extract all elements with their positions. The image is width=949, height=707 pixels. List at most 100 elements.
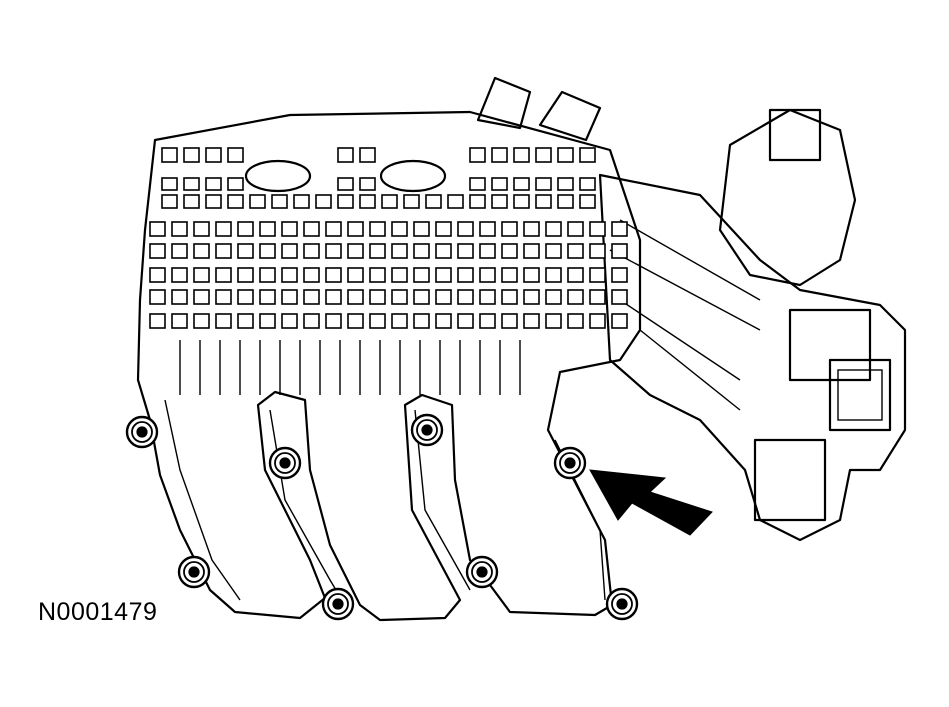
- rib-cell: [545, 289, 562, 305]
- rib-cell: [205, 194, 222, 209]
- rib-cell: [303, 243, 320, 259]
- rib-cell: [435, 289, 452, 305]
- bolt-icon: [605, 587, 639, 621]
- rib-cell: [457, 267, 474, 283]
- fastener-group: [125, 413, 639, 621]
- rib-cell: [193, 243, 210, 259]
- figure-reference-id: N0001479: [38, 598, 158, 626]
- rib-cell: [567, 289, 584, 305]
- rib-cell: [237, 289, 254, 305]
- rib-cell: [259, 221, 276, 237]
- rib-cell: [611, 313, 628, 329]
- arrow-pointer-icon: [589, 469, 713, 536]
- rib-cell: [579, 147, 596, 163]
- rib-cell: [303, 313, 320, 329]
- rib-cell: [413, 243, 430, 259]
- rib-cell: [249, 194, 266, 209]
- rib-cell: [545, 243, 562, 259]
- rib-cell: [359, 177, 376, 191]
- rib-cell: [479, 243, 496, 259]
- rib-cell: [303, 289, 320, 305]
- rib-cell: [611, 221, 628, 237]
- rib-cell: [491, 177, 508, 191]
- rib-cell: [589, 313, 606, 329]
- rib-cell: [425, 194, 442, 209]
- rib-cell: [557, 147, 574, 163]
- rib-cell: [281, 221, 298, 237]
- rib-cell: [513, 177, 530, 191]
- rib-cell: [535, 177, 552, 191]
- rib-cell: [523, 289, 540, 305]
- rib-cell: [293, 194, 310, 209]
- rib-cell: [413, 267, 430, 283]
- rib-cell: [183, 177, 200, 191]
- rib-cell: [215, 313, 232, 329]
- bolt-icon: [410, 413, 444, 447]
- rib-cell: [337, 147, 354, 163]
- rib-cell: [457, 221, 474, 237]
- rib-cell: [611, 267, 628, 283]
- rib-cell: [403, 194, 420, 209]
- rib-cell: [359, 194, 376, 209]
- rib-cell: [205, 177, 222, 191]
- rib-cell: [315, 194, 332, 209]
- rib-cell: [215, 243, 232, 259]
- rib-cell: [457, 313, 474, 329]
- rib-cell: [337, 177, 354, 191]
- rib-cell: [589, 221, 606, 237]
- rib-cell: [149, 221, 166, 237]
- rib-cell: [545, 267, 562, 283]
- rib-cell: [171, 267, 188, 283]
- rib-cell: [479, 313, 496, 329]
- rib-cell: [523, 313, 540, 329]
- rib-cell: [325, 221, 342, 237]
- rib-cell: [205, 147, 222, 163]
- rib-cell: [171, 221, 188, 237]
- rib-cell: [149, 267, 166, 283]
- rib-cell: [435, 267, 452, 283]
- rib-cell: [391, 289, 408, 305]
- rib-cell: [259, 313, 276, 329]
- rib-cell: [523, 243, 540, 259]
- rib-cell: [303, 267, 320, 283]
- rib-cell: [535, 147, 552, 163]
- rib-cell: [215, 221, 232, 237]
- rib-cell: [579, 194, 596, 209]
- rib-cell: [215, 289, 232, 305]
- rib-cell: [391, 267, 408, 283]
- rib-cell: [391, 313, 408, 329]
- rib-cell: [501, 267, 518, 283]
- rib-cell: [557, 194, 574, 209]
- rib-cell: [523, 221, 540, 237]
- rib-cell: [369, 289, 386, 305]
- rib-cell: [227, 194, 244, 209]
- rib-cell: [237, 221, 254, 237]
- rib-cell: [171, 243, 188, 259]
- rib-cell: [259, 267, 276, 283]
- rib-cell: [611, 289, 628, 305]
- rib-cell: [589, 243, 606, 259]
- rib-cell: [469, 194, 486, 209]
- rib-cell: [171, 289, 188, 305]
- rib-cell: [369, 267, 386, 283]
- bolt-icon: [177, 555, 211, 589]
- rib-cell: [281, 243, 298, 259]
- rib-cell: [479, 221, 496, 237]
- rib-cell: [149, 289, 166, 305]
- rib-cell: [303, 221, 320, 237]
- rib-cell: [347, 267, 364, 283]
- rib-cell: [193, 289, 210, 305]
- rib-cell: [161, 177, 178, 191]
- rib-cell: [435, 243, 452, 259]
- rib-cell: [501, 289, 518, 305]
- rib-cell: [381, 194, 398, 209]
- rib-cell: [501, 313, 518, 329]
- rib-cell: [447, 194, 464, 209]
- rib-cell: [271, 194, 288, 209]
- rib-cell: [413, 289, 430, 305]
- rib-cell: [193, 267, 210, 283]
- rib-cell: [337, 194, 354, 209]
- rib-cell: [161, 194, 178, 209]
